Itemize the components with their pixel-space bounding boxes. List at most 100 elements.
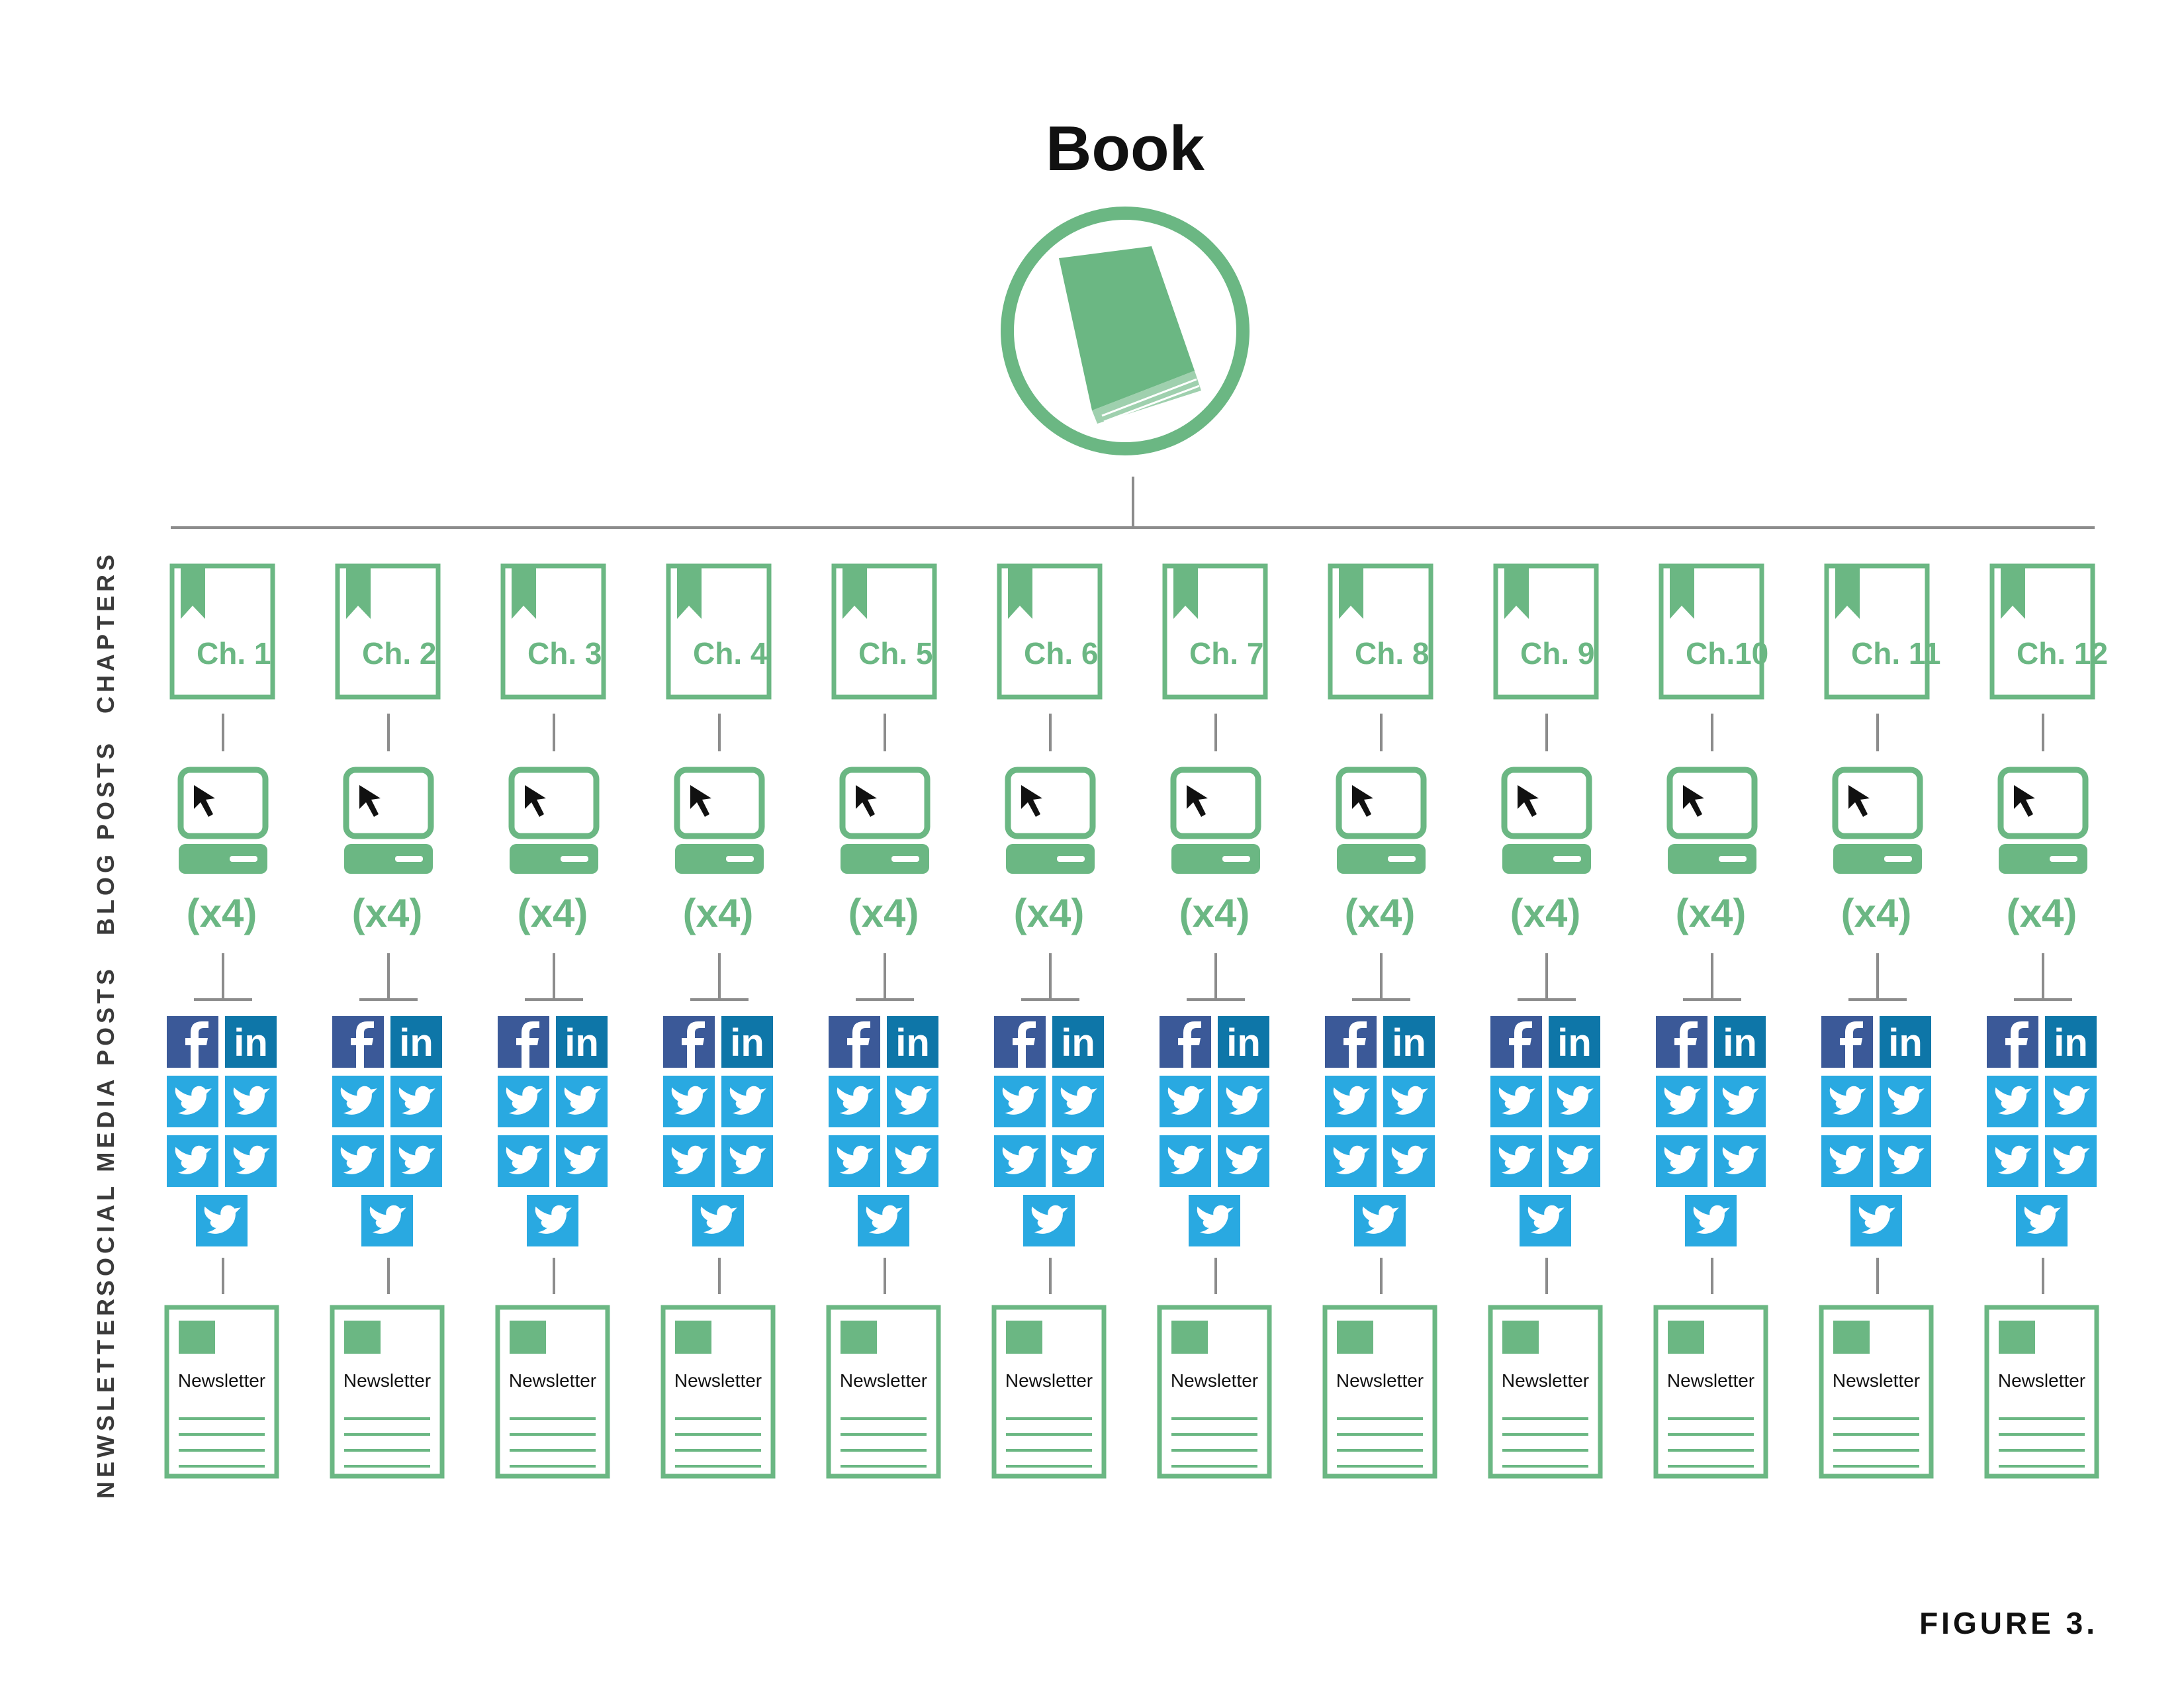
page-title: Book: [1046, 113, 1205, 184]
twitter-icon: [721, 1076, 773, 1127]
drive-slot: [1388, 856, 1416, 862]
twitter-bird-glyph: [2024, 1205, 2061, 1234]
twitter-bird-glyph: [1167, 1086, 1205, 1115]
bookmarked-page-icon: [1162, 563, 1268, 700]
twitter-bird-glyph: [1829, 1145, 1866, 1174]
drive-slot: [561, 856, 588, 862]
twitter-bird-glyph: [233, 1145, 270, 1174]
facebook-f-glyph: [682, 1021, 705, 1068]
twitter-icon: [1714, 1135, 1766, 1187]
twitter-icon: [1490, 1076, 1542, 1127]
chapter-label: Ch. 9: [1520, 636, 1595, 671]
bookmark-ribbon: [1339, 567, 1363, 619]
linkedin-icon: in: [721, 1016, 773, 1068]
twitter-icon: [858, 1195, 909, 1246]
newsletter-icon: [1984, 1305, 2099, 1479]
computer-base: [1171, 844, 1260, 874]
twitter-icon: [332, 1076, 384, 1127]
blog-multiplier-label: (x4): [1510, 891, 1581, 935]
twitter-bird-glyph: [671, 1086, 708, 1115]
linkedin-icon: in: [390, 1016, 442, 1068]
twitter-bird-glyph: [671, 1145, 708, 1174]
computer-cursor-icon: [1832, 767, 1923, 874]
computer-base: [841, 844, 929, 874]
column-graphics: in: [1488, 563, 1603, 1479]
social-icons-group: in: [1987, 1016, 2097, 1246]
bookmarked-page-icon: [500, 563, 606, 700]
drive-slot: [1222, 856, 1250, 862]
twitter-bird-glyph: [1858, 1205, 1895, 1234]
twitter-bird-glyph: [175, 1145, 212, 1174]
chapter-label: Ch. 5: [858, 636, 933, 671]
twitter-bird-glyph: [1498, 1086, 1535, 1115]
computer-base: [1999, 844, 2087, 874]
blog-multiplier-label: (x4): [517, 891, 588, 935]
chapter-column: in Ch. 9 (x4) Newsletter: [1466, 0, 1625, 1688]
facebook-icon: [1160, 1016, 1211, 1068]
twitter-icon: [887, 1135, 938, 1187]
twitter-icon: [361, 1195, 413, 1246]
computer-base: [1337, 844, 1426, 874]
newsletter-outline: [991, 1305, 1107, 1479]
twitter-bird-glyph: [1995, 1086, 2032, 1115]
social-icons-group: in: [1325, 1016, 1435, 1246]
linkedin-icon: in: [2045, 1016, 2097, 1068]
linkedin-tile: [1880, 1016, 1931, 1068]
book-page-line: [1101, 378, 1197, 417]
twitter-bird-glyph: [700, 1205, 737, 1234]
facebook-icon: [994, 1016, 1046, 1068]
twitter-icon: [2045, 1135, 2097, 1187]
chapter-label: Ch. 12: [2017, 636, 2109, 671]
twitter-icon: [1160, 1076, 1211, 1127]
linkedin-icon: in: [225, 1016, 277, 1068]
newsletter-image-block: [1833, 1321, 1870, 1354]
cursor-arrow-icon: [1848, 785, 1870, 817]
linkedin-icon: in: [1052, 1016, 1104, 1068]
facebook-icon: [498, 1016, 549, 1068]
twitter-icon: [1821, 1135, 1873, 1187]
twitter-icon: [167, 1135, 218, 1187]
linkedin-in-glyph: in: [1557, 1021, 1592, 1064]
linkedin-in-glyph: in: [1392, 1021, 1426, 1064]
twitter-bird-glyph: [729, 1145, 766, 1174]
twitter-icon: [663, 1135, 715, 1187]
drive-slot: [1553, 856, 1581, 862]
social-icons-group: in: [332, 1016, 442, 1246]
twitter-icon: [1520, 1195, 1571, 1246]
newsletter-outline: [1984, 1305, 2099, 1479]
twitter-icon: [1685, 1195, 1737, 1246]
twitter-icon: [1880, 1135, 1931, 1187]
computer-cursor-icon: [1501, 767, 1592, 874]
linkedin-tile: [225, 1016, 277, 1068]
newsletter-label: Newsletter: [1501, 1370, 1590, 1391]
bookmarked-page-icon: [1989, 563, 2095, 700]
twitter-bird-glyph: [535, 1205, 572, 1234]
facebook-icon: [1656, 1016, 1707, 1068]
facebook-f-glyph: [2005, 1021, 2028, 1068]
linkedin-in-glyph: in: [730, 1021, 764, 1064]
blog-multiplier-label: (x4): [2006, 891, 2077, 935]
newsletter-image-block: [675, 1321, 711, 1354]
drive-slot: [1057, 856, 1085, 862]
newsletter-label: Newsletter: [1005, 1370, 1093, 1391]
newsletter-image-block: [841, 1321, 877, 1354]
twitter-bird-glyph: [1362, 1205, 1399, 1234]
twitter-icon: [1880, 1076, 1931, 1127]
twitter-bird-glyph: [1391, 1086, 1428, 1115]
cursor-arrow-icon: [525, 785, 546, 817]
column-graphics: in: [1653, 563, 1768, 1479]
linkedin-tile: [556, 1016, 608, 1068]
linkedin-icon: in: [887, 1016, 938, 1068]
chapter-page-outline: [997, 563, 1103, 700]
twitter-icon: [1218, 1135, 1269, 1187]
book-icon: [1001, 207, 1250, 455]
computer-base: [1668, 844, 1756, 874]
facebook-f-glyph: [1509, 1021, 1532, 1068]
cursor-arrow-icon: [1683, 785, 1704, 817]
facebook-f-glyph: [1840, 1021, 1863, 1068]
chapter-page-outline: [169, 563, 275, 700]
computer-cursor-icon: [177, 767, 269, 874]
drive-slot: [891, 856, 919, 862]
